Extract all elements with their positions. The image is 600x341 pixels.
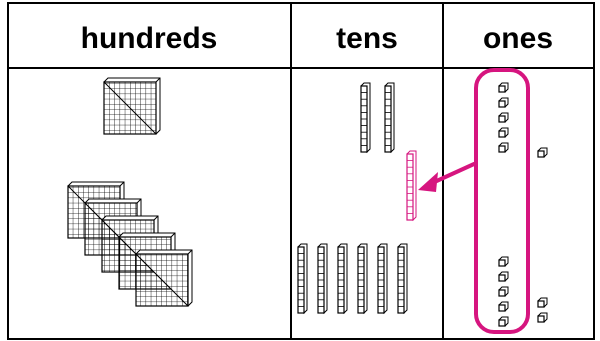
header-ones: ones	[483, 22, 553, 55]
header-tens: tens	[336, 22, 398, 55]
tens-top-group	[361, 83, 394, 152]
one-cube	[499, 302, 508, 311]
ten-rod	[338, 244, 347, 313]
header-hundreds: hundreds	[81, 22, 218, 55]
ten-rod	[298, 244, 307, 313]
ten-rod	[378, 244, 387, 313]
tens-bottom-group	[298, 244, 407, 313]
hundreds-top-group	[104, 78, 160, 134]
ten-rod	[358, 244, 367, 313]
one-cube	[499, 317, 508, 326]
ones-bottom-group	[499, 257, 547, 326]
one-cube	[499, 143, 508, 152]
one-cube	[499, 287, 508, 296]
arrow-left-icon	[418, 164, 474, 192]
ten-rod	[361, 83, 370, 152]
one-cube	[538, 148, 547, 157]
hundred-flat	[136, 250, 192, 306]
one-cube	[499, 83, 508, 92]
one-cube	[499, 128, 508, 137]
ten-rod	[318, 244, 327, 313]
one-cube	[499, 257, 508, 266]
ten-rod-regrouped	[407, 151, 416, 220]
ten-rod	[385, 83, 394, 152]
one-cube	[538, 313, 547, 322]
hundreds-bottom-group	[68, 182, 192, 306]
one-cube	[499, 98, 508, 107]
one-cube	[499, 113, 508, 122]
hundred-flat	[104, 78, 160, 134]
tens-regroup-group	[407, 151, 416, 220]
ten-rod	[398, 244, 407, 313]
one-cube	[538, 298, 547, 307]
one-cube	[499, 272, 508, 281]
ones-top-group	[499, 83, 547, 157]
